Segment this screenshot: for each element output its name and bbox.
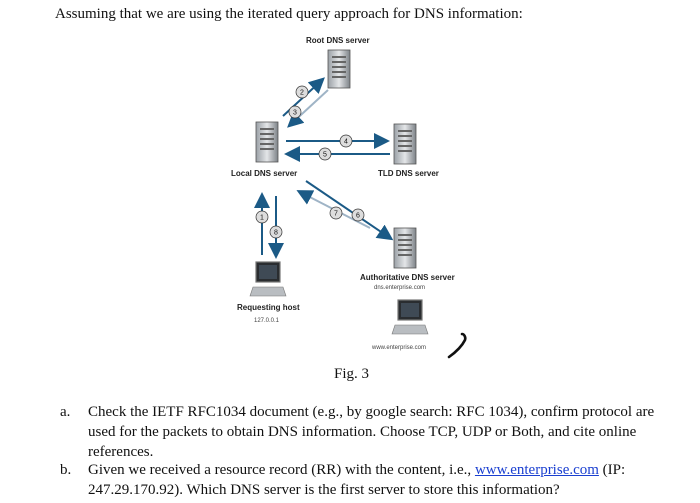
question-a: a. Check the IETF RFC1034 document (e.g.… bbox=[60, 402, 670, 462]
arrow-3 bbox=[287, 89, 329, 128]
question-a-text: Check the IETF RFC1034 document (e.g., b… bbox=[88, 404, 655, 460]
step-3-circle bbox=[288, 105, 302, 119]
authoritative-dns-label: Authoritative DNS server bbox=[360, 273, 455, 282]
requesting-host-ip: 127.0.0.1 bbox=[254, 318, 280, 324]
step-3-label: 3 bbox=[293, 110, 297, 117]
web-server-label: www.enterprise.com bbox=[372, 345, 427, 351]
intro-text: Assuming that we are using the iterated … bbox=[55, 6, 523, 22]
root-server-icon bbox=[327, 49, 351, 89]
step-6-label: 6 bbox=[356, 213, 360, 220]
step-4-label: 4 bbox=[344, 139, 348, 146]
local-server-icon bbox=[255, 121, 279, 163]
arrow-6 bbox=[305, 180, 394, 241]
question-b-marker: b. bbox=[60, 462, 72, 478]
step-5-label: 5 bbox=[323, 152, 327, 159]
question-b-text-after: (IP: 247.29.170.92). Which DNS server is… bbox=[88, 462, 626, 498]
authoritative-server-icon bbox=[393, 227, 417, 269]
root-dns-label: Root DNS server bbox=[306, 36, 370, 45]
step-4-circle bbox=[339, 134, 353, 148]
dns-diagram: 2 3 4 5 6 7 1 8 bbox=[249, 49, 467, 359]
step-2-circle bbox=[295, 85, 309, 99]
tld-dns-label: TLD DNS server bbox=[378, 169, 439, 178]
step-5-circle bbox=[318, 147, 332, 161]
step-1-circle bbox=[255, 210, 269, 224]
requesting-host-label: Requesting host bbox=[237, 303, 300, 312]
step-2-label: 2 bbox=[300, 90, 304, 97]
web-server-computer-icon bbox=[391, 299, 429, 335]
step-8-circle bbox=[269, 225, 283, 239]
authoritative-host-label: dns.enterprise.com bbox=[374, 285, 426, 291]
step-1-label: 1 bbox=[260, 215, 264, 222]
pen-mark bbox=[447, 332, 467, 359]
step-6-circle bbox=[351, 208, 365, 222]
question-b-text-before: Given we received a resource record (RR)… bbox=[88, 462, 475, 478]
step-7-circle bbox=[329, 206, 343, 220]
figure-caption: Fig. 3 bbox=[334, 366, 370, 382]
requesting-host-computer-icon bbox=[249, 261, 287, 297]
step-7-label: 7 bbox=[334, 211, 338, 218]
enterprise-link[interactable]: www.enterprise.com bbox=[474, 462, 599, 478]
tld-server-icon bbox=[393, 123, 417, 165]
local-dns-label: Local DNS server bbox=[231, 169, 298, 178]
step-8-label: 8 bbox=[274, 230, 278, 237]
question-b: b. Given we received a resource record (… bbox=[60, 460, 670, 502]
question-b-text: Given we received a resource record (RR)… bbox=[88, 460, 668, 500]
question-a-marker: a. bbox=[60, 404, 71, 420]
